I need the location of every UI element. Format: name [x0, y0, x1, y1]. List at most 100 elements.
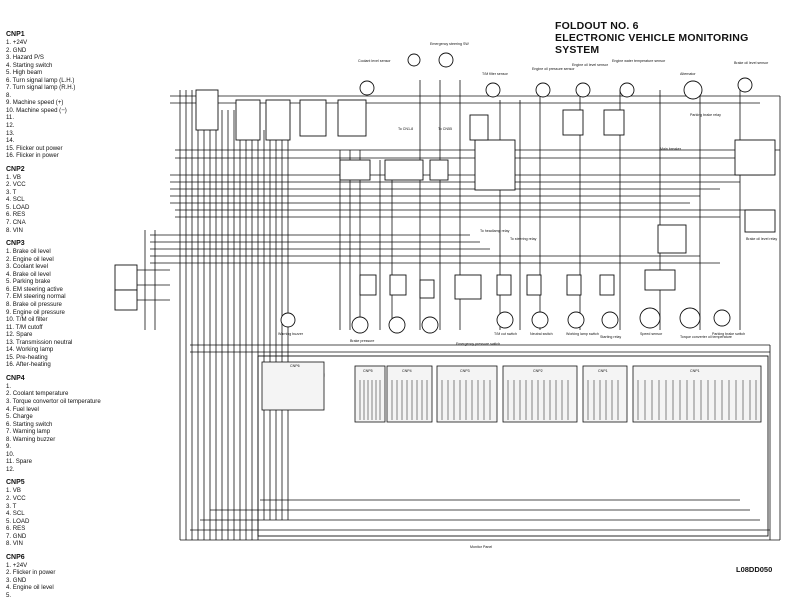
main-breaker-label: Main breaker	[660, 147, 682, 151]
brake-pressure-label: Brake pressure	[350, 339, 374, 343]
emergency-steering-sw-label: Emergency steering SW	[430, 42, 469, 46]
pin-item: 7. EM steering normal	[6, 293, 66, 301]
pin-item: 14.	[6, 137, 15, 145]
system-title: ELECTRONIC VEHICLE MONITORING SYSTEM	[555, 32, 749, 56]
pin-item: 11.	[6, 114, 15, 122]
pin-item: 4. Fuel level	[6, 405, 39, 413]
pin-item: 16. Flicker in power	[6, 152, 59, 160]
pin-item: 8. Brake oil pressure	[6, 300, 62, 308]
tm-cut-switch-label: T/M cut switch	[494, 332, 517, 336]
pin-item: 1. VB	[6, 487, 21, 495]
parking-brake-relay-label: Parking brake relay	[690, 113, 721, 117]
cnp1a-label: CNP1	[598, 369, 608, 373]
parking-brake-switch-label: Parking brake switch	[712, 332, 745, 336]
monitor-panel-label: Monitor Panel	[470, 545, 492, 549]
starting-relay-label: Starting relay	[600, 335, 621, 339]
to-headlamp-relay-label: To headlamp relay	[480, 229, 510, 233]
pin-item: 1. VB	[6, 173, 21, 181]
pin-item: 3. Torque convertor oil temperature	[6, 397, 101, 405]
pin-item: 2. VCC	[6, 181, 26, 189]
connector-title: CNP4	[6, 374, 25, 382]
neutral-switch-label: Neutral switch	[530, 332, 553, 336]
pin-item: 1. Brake oil level	[6, 248, 51, 256]
sensor-symbols	[271, 52, 753, 382]
pin-item: 8. VIN	[6, 226, 23, 234]
pin-item: 9. Machine speed (+)	[6, 99, 64, 107]
pin-item: 12.	[6, 465, 15, 473]
pin-item: 6. Turn signal lamp (L.H.)	[6, 76, 75, 84]
tm-filter-sensor-label: T/M filter sensor	[482, 72, 509, 76]
cnp6-label: CNP6	[290, 364, 300, 368]
warning-buzzer-label: Warning buzzer	[278, 332, 304, 336]
title-block: FOLDOUT NO. 6 ELECTRONIC VEHICLE MONITOR…	[555, 20, 794, 56]
pin-item: 6. Starting switch	[6, 420, 53, 428]
pin-item: 13.	[6, 129, 15, 137]
pin-item: 9. Engine oil pressure	[6, 308, 65, 316]
brake-oil-level-sensor-label: Brake oil level sensor	[734, 61, 769, 65]
pin-item: 4. SCL	[6, 510, 25, 518]
engine-oil-level-label: Engine oil level sensor	[572, 63, 609, 67]
pin-item: 3. Hazard P/S	[6, 54, 44, 62]
emergency-pressure-switch-label: Emergency pressure switch	[456, 342, 500, 346]
pin-item: 6. RES	[6, 525, 26, 533]
speed-sensor-label: Speed sensor	[640, 332, 663, 336]
pin-item: 5. Parking brake	[6, 278, 51, 286]
pin-item: 10. Machine speed (−)	[6, 106, 67, 114]
pin-item: 4. SCL	[6, 196, 25, 204]
working-lamp-switch-label: Working lamp switch	[566, 332, 599, 336]
pin-item: 12. Spare	[6, 331, 33, 339]
pin-item: 5. LOAD	[6, 203, 30, 211]
pin-item: 6. RES	[6, 211, 26, 219]
pin-item: 5. High beam	[6, 69, 43, 77]
alternator-label: Alternator	[680, 72, 696, 76]
relay-boxes	[114, 89, 776, 311]
pin-item: 15. Pre-heating	[6, 353, 48, 361]
pin-item: 10.	[6, 450, 15, 458]
to-cn1-label: To CN1-8	[398, 127, 413, 131]
connector-title: CNP5	[6, 479, 25, 487]
pin-item: 15. Flicker out power	[6, 144, 63, 152]
pin-item: 7. CNA	[6, 219, 26, 227]
cnp3-label: CNP3	[460, 369, 470, 373]
wiring-diagram: Coolant level sensor Emergency steering …	[114, 42, 781, 549]
pin-item: 7. Warning lamp	[6, 428, 51, 436]
connector-title: CNP1	[6, 31, 25, 38]
pin-item: 8. VIN	[6, 540, 23, 548]
pin-item: 5. LOAD	[6, 517, 30, 525]
pin-item: 5.	[6, 592, 12, 599]
pin-item: 9.	[6, 443, 12, 451]
cnp2-label: CNP2	[533, 369, 543, 373]
pin-item: 7. Turn signal lamp (R.H.)	[6, 84, 76, 92]
pin-item: 8. Warning buzzer	[6, 435, 56, 443]
pin-item: 12.	[6, 122, 15, 130]
foldout-title: FOLDOUT NO. 6	[555, 20, 639, 32]
pin-item: 2. Flicker in power	[6, 569, 56, 577]
engine-oil-pressure-label: Engine oil pressure sensor	[532, 67, 575, 71]
pin-item: 16. After-heating	[6, 361, 51, 369]
pin-item: 2. VCC	[6, 494, 26, 502]
pin-item: 3. T	[6, 188, 17, 196]
cnp1b-label: CNP1	[690, 369, 700, 373]
pin-item: 1. +24V	[6, 561, 28, 569]
pin-item: 3. GND	[6, 576, 27, 584]
pin-item: 3. T	[6, 502, 17, 510]
connector-title: CNP2	[6, 165, 25, 173]
pin-item: 14. Working lamp	[6, 346, 54, 354]
pin-item: 2. Engine oil level	[6, 255, 54, 263]
coolant-level-sensor-label: Coolant level sensor	[358, 59, 391, 63]
monitor-panel	[257, 355, 769, 537]
connector-title: CNP6	[6, 553, 25, 561]
cnp5-label: CNP5	[363, 369, 373, 373]
pin-item: 8.	[6, 91, 12, 99]
pin-item: 1. +24V	[6, 39, 28, 46]
pin-item: 3. Coolant level	[6, 263, 49, 271]
pin-item: 11. Spare	[6, 458, 32, 466]
pin-item: 1.	[6, 382, 12, 390]
brake-oil-level-relay-label: Brake oil level relay	[746, 237, 777, 241]
pin-item: 7. GND	[6, 532, 27, 540]
pin-item: 4. Starting switch	[6, 61, 53, 69]
